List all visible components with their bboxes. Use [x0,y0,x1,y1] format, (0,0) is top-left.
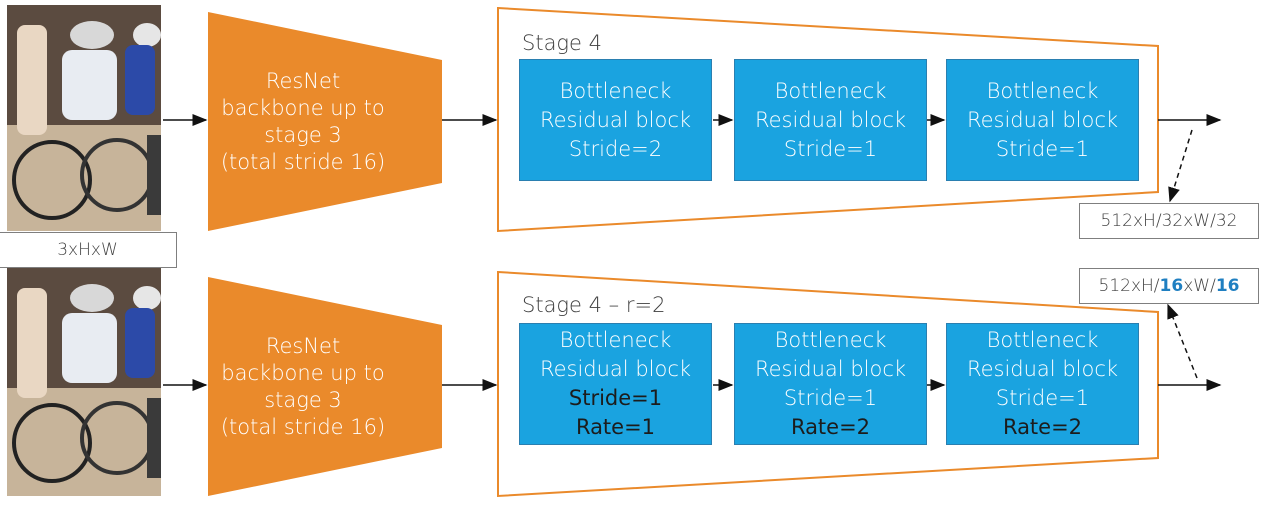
output-shape-suffix: 16 [1215,276,1240,296]
backbone-line: backbone up to [221,95,385,120]
block-line: Stride=2 [568,136,663,161]
dashed-arrow-top-output [1168,129,1193,203]
block-line: Bottleneck [559,78,672,103]
output-shape-prefix: 512xH/ [1100,211,1162,231]
block-line: Residual block [966,107,1119,132]
block-rate: Rate=1 [575,415,656,439]
input-shape-label: 3xHxW [0,232,177,268]
block-line: Residual block [539,107,692,132]
bottleneck-block-top-1: Bottleneck Residual block Stride=2 [519,59,712,181]
block-line: Bottleneck [559,328,672,352]
output-shape-suffix: 32 [1215,211,1238,231]
bottleneck-block-top-3: Bottleneck Residual block Stride=1 [946,59,1139,181]
cyclists-photo-icon [7,5,161,231]
backbone-bottom: ResNet backbone up to stage 3 (total str… [208,277,442,496]
block-stride: Stride=1 [783,386,878,410]
bottleneck-block-bottom-3: Bottleneck Residual block Stride=1 Rate=… [946,323,1139,445]
cyclists-photo-icon [7,268,161,496]
backbone-line: stage 3 [264,387,342,412]
backbone-line: ResNet [265,68,341,93]
stage4-frame-bottom [497,270,1159,498]
block-line: Residual block [754,357,907,381]
backbone-line: (total stride 16) [220,149,386,174]
block-rate: Rate=2 [790,415,871,439]
block-line: Stride=1 [783,136,878,161]
stage4-frame-top [497,6,1159,233]
block-line: Residual block [966,357,1119,381]
input-image-bottom [7,268,161,496]
output-shape-between: xW/ [1183,211,1216,231]
block-line: Residual block [754,107,907,132]
output-shape-between: xW/ [1183,276,1216,296]
backbone-trapezoid-shape [208,12,442,231]
backbone-top: ResNet backbone up to stage 3 (total str… [208,12,442,231]
dashed-arrow-bottom-output [1167,303,1198,379]
block-line: Stride=1 [995,136,1090,161]
block-line: Bottleneck [986,78,1099,103]
bottleneck-block-top-2: Bottleneck Residual block Stride=1 [734,59,927,181]
input-image-top [7,5,161,231]
block-line: Bottleneck [774,328,887,352]
stage-title-top: Stage 4 [522,31,602,55]
backbone-line: (total stride 16) [220,414,386,439]
block-line: Residual block [539,357,692,381]
bottleneck-block-bottom-2: Bottleneck Residual block Stride=1 Rate=… [734,323,927,445]
backbone-line: stage 3 [264,122,342,147]
bottleneck-block-bottom-1: Bottleneck Residual block Stride=1 Rate=… [519,323,712,445]
block-stride: Stride=1 [568,386,663,410]
block-line: Bottleneck [986,328,1099,352]
output-shape-prefix: 512xH/ [1098,276,1160,296]
backbone-line: ResNet [265,333,341,358]
backbone-line: backbone up to [221,360,385,385]
block-line: Bottleneck [774,78,887,103]
input-shape-text: 3xHxW [57,240,118,260]
stage-title-bottom: Stage 4 – r=2 [522,293,666,317]
block-stride: Stride=1 [995,386,1090,410]
output-shape-mid: 32 [1161,211,1184,231]
block-rate: Rate=2 [1002,415,1083,439]
output-shape-mid: 16 [1159,276,1184,296]
backbone-trapezoid-shape [208,277,442,496]
